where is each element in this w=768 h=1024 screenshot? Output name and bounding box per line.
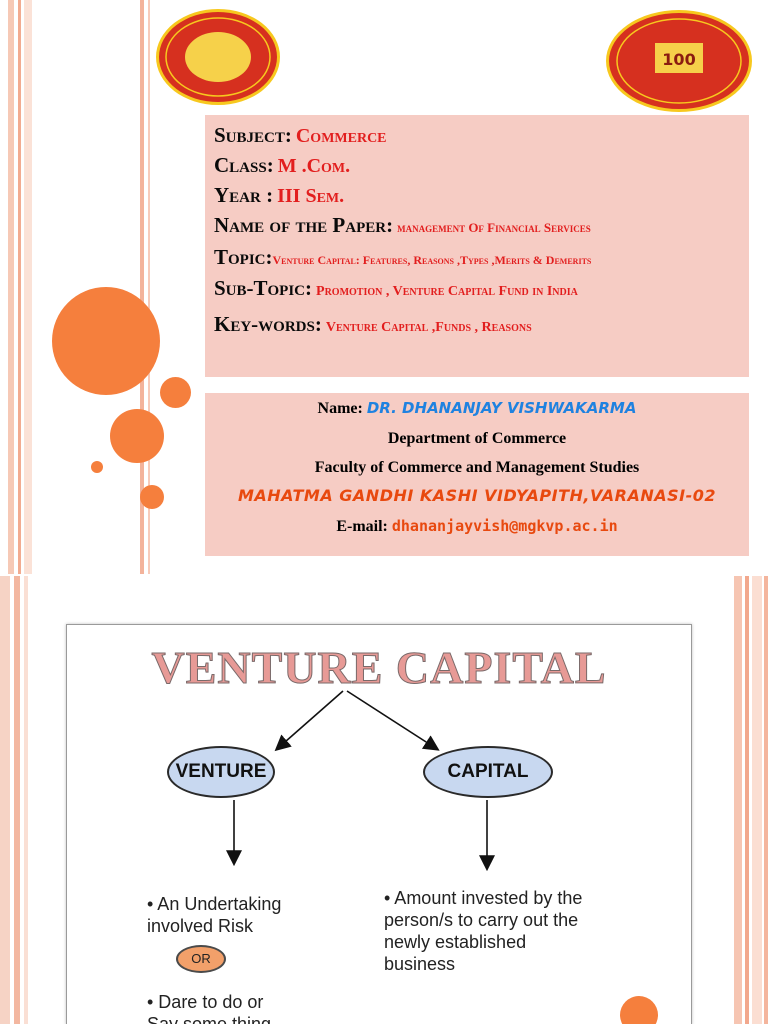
subject-label: Subject:	[214, 123, 292, 147]
email-link[interactable]: dhananjayvish@mgkvp.ac.in	[391, 517, 618, 535]
paper-label: Name of the Paper:	[214, 213, 394, 237]
decor-stripe	[140, 0, 144, 574]
subtopic-value: Promotion , Venture Capital Fund in Indi…	[316, 284, 578, 299]
venture-capital-slide: VENTURE CAPITAL VENTURE CAPITAL • An Und…	[0, 576, 768, 1024]
year-label: Year :	[214, 183, 274, 207]
paper-row: Name of the Paper: management Of Financi…	[214, 215, 591, 236]
capital-definition: • Amount invested by the person/s to car…	[384, 887, 582, 975]
diagram-connectors	[226, 690, 495, 872]
decor-circle-small	[91, 461, 103, 473]
class-row: Class: M .Com.	[214, 153, 351, 177]
university-seal-left	[156, 9, 280, 105]
topic-row: Topic:Venture Capital: Features, Reasons…	[214, 247, 591, 268]
decor-stripe	[24, 576, 28, 1024]
university-seal-right: 100	[606, 10, 752, 112]
venture-node: VENTURE	[167, 746, 275, 798]
decor-stripe	[0, 576, 10, 1024]
bullet-line: • Dare to do or	[147, 992, 264, 1012]
university-line: MAHATMA GANDHI KASHI VIDYAPITH,VARANASI-…	[237, 486, 717, 505]
class-label: Class:	[214, 153, 274, 177]
topic-value: Venture Capital: Features, Reasons ,Type…	[272, 253, 592, 267]
svg-text:100: 100	[662, 50, 695, 69]
author-name-line: Name: DR. DHANANJAY VISHWAKARMA	[205, 401, 749, 417]
capital-node: CAPITAL	[423, 746, 553, 798]
decor-stripe	[24, 0, 32, 574]
or-badge: OR	[176, 945, 226, 973]
author-name: DR. DHANANJAY VISHWAKARMA	[366, 399, 637, 417]
email-label: E-mail:	[336, 518, 388, 535]
class-value: M .Com.	[277, 155, 351, 177]
decor-circle-large	[52, 287, 160, 395]
diagram-title: VENTURE CAPITAL	[151, 642, 607, 693]
decor-stripe	[8, 0, 14, 574]
keywords-value: Venture Capital ,Funds , Reasons	[325, 320, 532, 335]
arrow-to-capital	[346, 690, 440, 751]
decor-circle	[620, 996, 658, 1024]
decor-circle	[160, 377, 191, 408]
bullet-line: • An Undertaking	[147, 894, 282, 914]
name-label: Name:	[317, 400, 363, 417]
paper-value: management Of Financial Services	[397, 220, 591, 235]
decor-stripe	[18, 0, 21, 574]
subtopic-row: Sub-Topic: Promotion , Venture Capital F…	[214, 278, 578, 299]
decor-stripe	[745, 576, 749, 1024]
bullet-line: person/s to carry out the	[384, 910, 579, 930]
decor-stripe	[734, 576, 742, 1024]
bullet-line: • Amount invested by the	[384, 888, 583, 908]
decor-circle	[110, 409, 164, 463]
topic-label: Topic:	[214, 245, 273, 269]
decor-stripe	[752, 576, 762, 1024]
email-line: E-mail: dhananjayvish@mgkvp.ac.in	[205, 519, 749, 535]
venture-capital-diagram: VENTURE CAPITAL VENTURE CAPITAL • An Und…	[66, 624, 692, 1024]
bullet-line: newly established	[384, 932, 527, 952]
year-row: Year : III Sem.	[214, 183, 345, 207]
bullet-line: involved Risk	[147, 916, 254, 936]
centenary-logo-icon: 100	[616, 18, 742, 104]
decor-stripe	[148, 0, 150, 574]
bullet-line: business	[384, 954, 456, 974]
decor-stripe	[764, 576, 768, 1024]
department-line: Department of Commerce	[387, 430, 567, 447]
year-value: III Sem.	[277, 185, 345, 207]
seal-emblem-icon	[185, 32, 251, 82]
subject-value: Commerce	[295, 125, 387, 147]
arrow-to-venture	[274, 690, 344, 752]
course-info-box: Subject: Commerce Class: M .Com. Year : …	[205, 115, 749, 377]
keywords-label: Key-words:	[214, 312, 322, 336]
decor-stripe	[14, 576, 20, 1024]
keywords-row: Key-words: Venture Capital ,Funds , Reas…	[214, 314, 532, 335]
subject-row: Subject: Commerce	[214, 123, 387, 147]
author-info-box: Name: DR. DHANANJAY VISHWAKARMA Departme…	[205, 393, 749, 556]
faculty-line: Faculty of Commerce and Management Studi…	[314, 459, 640, 476]
decor-circle	[140, 485, 164, 509]
title-slide: 100 Subject: Commerce Class: M .Com. Yea…	[8, 0, 752, 574]
venture-definition-1: • An Undertaking involved Risk	[147, 893, 281, 937]
bullet-line: Say some thing	[147, 1014, 272, 1024]
venture-definition-2: • Dare to do or Say some thing	[147, 991, 271, 1024]
subtopic-label: Sub-Topic:	[214, 276, 313, 300]
